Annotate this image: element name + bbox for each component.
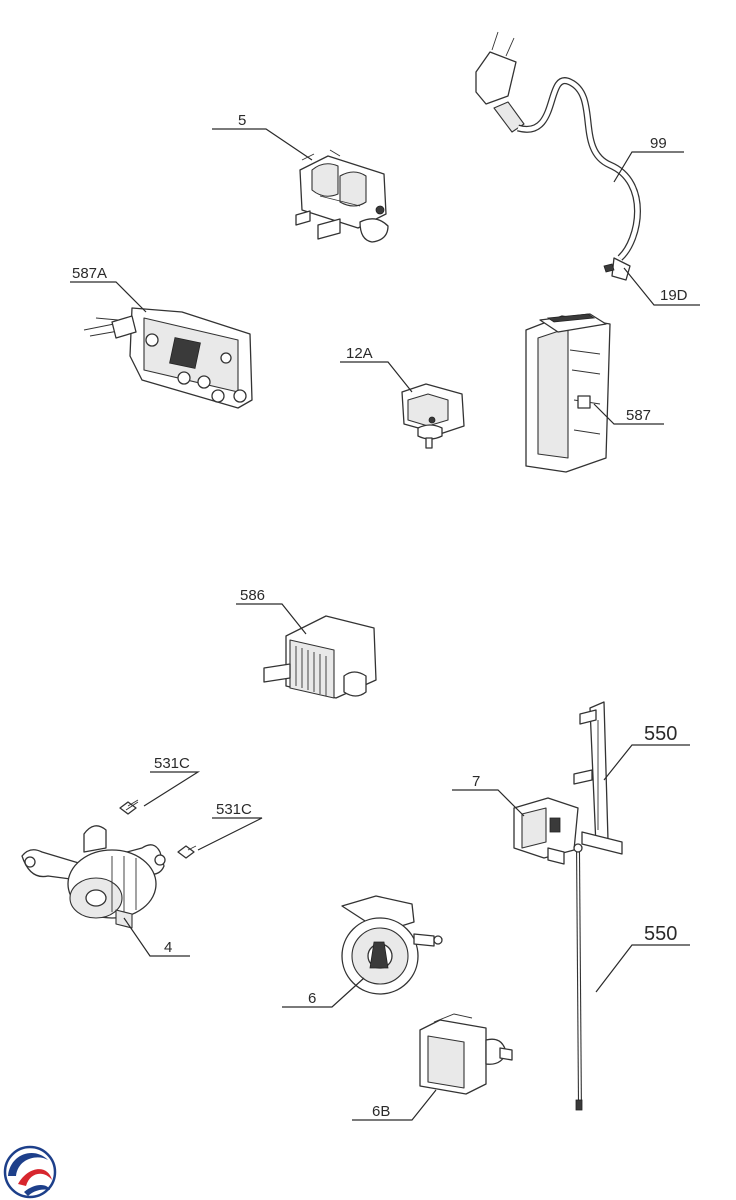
label-part-4: 4	[164, 939, 172, 956]
pressure-switch-drawing	[401, 383, 465, 449]
noise-filter-drawing	[263, 615, 377, 699]
label-part-550-upper: 550	[644, 723, 677, 745]
label-part-99: 99	[650, 135, 667, 152]
label-part-587a: 587A	[72, 265, 107, 282]
label-part-6: 6	[308, 990, 316, 1007]
logo-red-swirl	[18, 1169, 52, 1186]
brand-swirl-logo-icon	[3, 1145, 57, 1199]
inlet-valve-drawing	[295, 149, 389, 243]
door-lock-drawing	[513, 797, 579, 865]
control-board-drawing	[83, 307, 253, 409]
logo-blue-tail	[24, 1185, 50, 1196]
label-part-5: 5	[238, 112, 246, 129]
power-cord-drawing	[475, 31, 641, 281]
label-part-587: 587	[626, 407, 651, 424]
wire-harness-drawing	[573, 843, 583, 1111]
main-board-housing-drawing	[525, 313, 611, 473]
label-part-6b: 6B	[372, 1103, 390, 1120]
pump-assembly-drawing	[419, 1013, 513, 1095]
label-part-531c-1: 531C	[154, 755, 190, 772]
label-part-12a: 12A	[346, 345, 373, 362]
label-part-19d: 19D	[660, 287, 688, 304]
screw-drawing-1	[119, 799, 139, 815]
label-part-531c-2: 531C	[216, 801, 252, 818]
label-part-550-lower: 550	[644, 923, 677, 945]
label-part-586: 586	[240, 587, 265, 604]
screw-drawing-2	[177, 845, 197, 859]
motor-drawing	[21, 825, 166, 929]
label-part-7: 7	[472, 773, 480, 790]
door-lock-bracket-drawing	[573, 701, 623, 855]
leader-lines	[70, 128, 700, 1121]
logo-blue-swirl	[8, 1153, 48, 1176]
drain-pump-drawing	[341, 895, 443, 995]
